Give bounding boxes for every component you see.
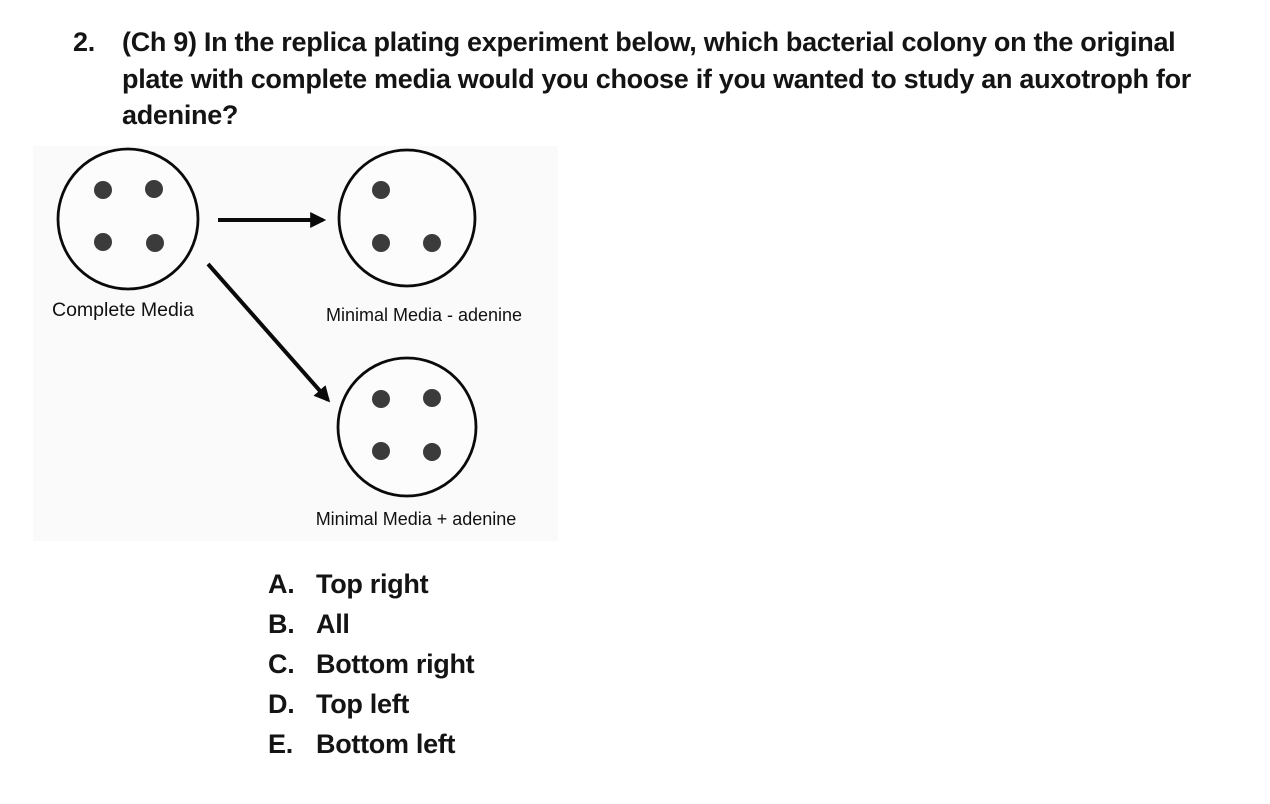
plate-label: Complete Media — [52, 299, 194, 321]
arrow-to-plus-adenine-plate — [206, 262, 331, 403]
choice-letter: B. — [268, 608, 295, 639]
colony-dot — [372, 442, 390, 460]
choice-text: Top right — [316, 568, 429, 599]
colony-dot — [372, 234, 390, 252]
answer-choices: A. Top right B. All C. Bottom right D. T… — [268, 564, 475, 764]
choice-text: Bottom left — [316, 728, 456, 759]
colony-dot — [145, 180, 163, 198]
colony-dot — [372, 181, 390, 199]
answer-choice-row: B. All — [268, 604, 474, 644]
colony-dot — [94, 181, 112, 199]
plate-label: Minimal Media + adenine — [316, 509, 517, 529]
choice-letter: D. — [268, 688, 295, 719]
answer-choice-row: E. Bottom left — [268, 724, 474, 764]
colony-dot — [94, 233, 112, 251]
complete-media-plate: Complete Media — [52, 147, 200, 321]
question-block: 2. (Ch 9) In the replica plating experim… — [73, 24, 1234, 134]
petri-dish-circle — [56, 147, 200, 291]
petri-dish-circle — [336, 356, 478, 498]
answer-choice-row: A. Top right — [268, 564, 474, 604]
choice-letter: E. — [268, 728, 293, 759]
replica-plating-svg: Complete Media Minimal Media - adenineMin… — [33, 146, 558, 541]
minimal-media-minus-adenine-plate: Minimal Media - adenine — [326, 148, 522, 325]
choice-letter: A. — [268, 568, 295, 599]
answer-choice-row: D. Top left — [268, 684, 474, 724]
question-text: (Ch 9) In the replica plating experiment… — [122, 27, 1191, 130]
choice-letter: C. — [268, 648, 295, 679]
answer-choice-row: C. Bottom right — [268, 644, 475, 684]
choice-text: All — [316, 608, 350, 639]
colony-dot — [423, 234, 441, 252]
colony-dot — [372, 390, 390, 408]
plate-label: Minimal Media - adenine — [326, 305, 522, 325]
colony-dot — [146, 234, 164, 252]
question-number: 2. — [73, 27, 95, 57]
colony-dot — [423, 389, 441, 407]
petri-dish-circle — [337, 148, 477, 288]
minimal-media-plus-adenine-plate: Minimal Media + adenine — [316, 356, 517, 529]
colony-dot — [423, 443, 441, 461]
choice-text: Bottom right — [316, 648, 475, 679]
choice-text: Top left — [316, 688, 410, 719]
